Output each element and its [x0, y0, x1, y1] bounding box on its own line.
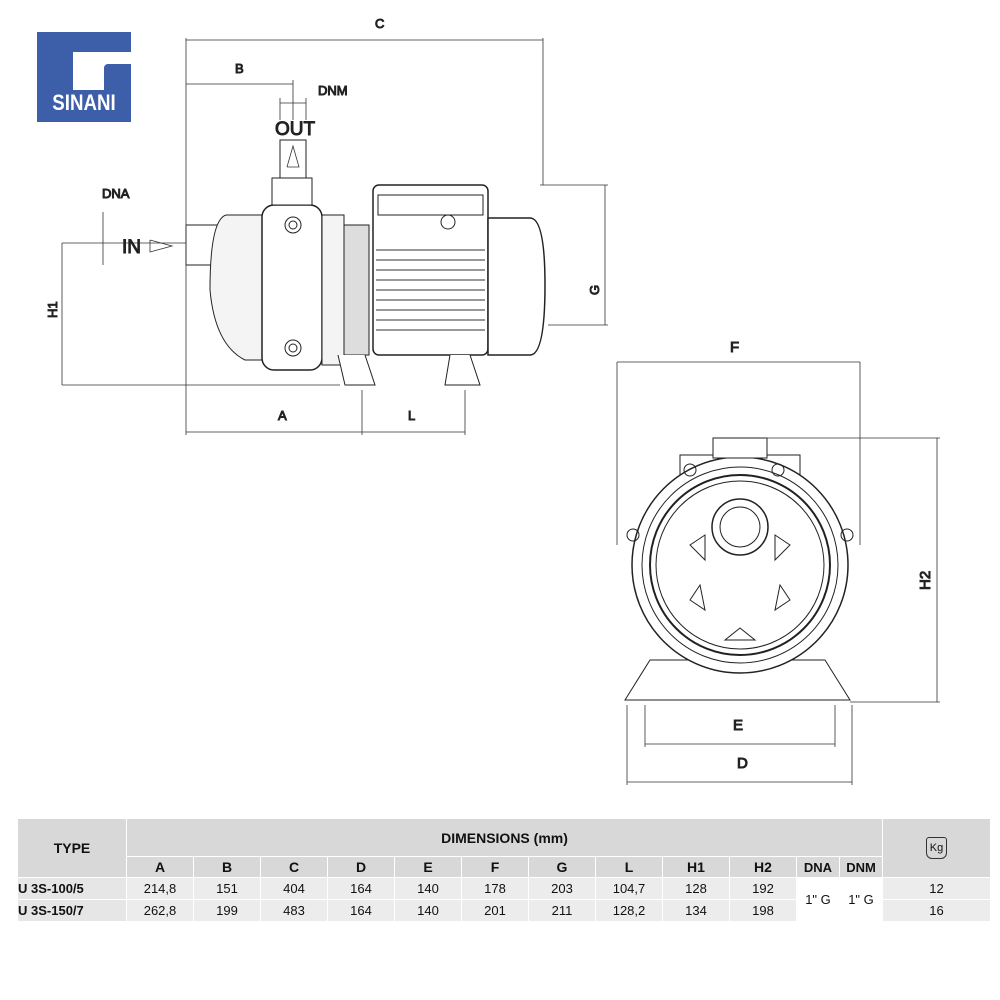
dim-label-l: L — [408, 408, 415, 423]
cell: 201 — [461, 899, 529, 922]
cell: 151 — [193, 877, 261, 900]
dim-label-c: C — [375, 16, 384, 31]
col-header: G — [528, 856, 596, 878]
cell: 134 — [662, 899, 730, 922]
col-header: C — [260, 856, 328, 878]
cell: 164 — [327, 877, 395, 900]
table-row: U 3S-150/7 262,8 199 483 164 140 201 211… — [17, 899, 991, 922]
col-header: DNM — [839, 856, 883, 878]
dim-label-dna: DNA — [102, 186, 130, 201]
cell: 140 — [394, 899, 462, 922]
dim-label-h2: H2 — [917, 571, 934, 590]
pump-dimension-drawing: C B DNM OUT DNA IN H1 G A L F H2 E D — [45, 16, 940, 785]
dim-label-e: E — [733, 717, 743, 734]
dimensions-table: TYPE DIMENSIONS (mm) Kg A B C D E F G L … — [17, 818, 991, 922]
dim-label-g: G — [587, 285, 602, 295]
weight-header: Kg — [882, 818, 991, 878]
dnm-cell: 1" G — [839, 877, 883, 922]
col-header: D — [327, 856, 395, 878]
weight-cell: 16 — [882, 899, 991, 922]
dim-label-a: A — [278, 408, 287, 423]
pump-side-view — [185, 139, 546, 386]
col-header: H2 — [729, 856, 797, 878]
cell: 199 — [193, 899, 261, 922]
dna-cell: 1" G — [796, 877, 840, 922]
col-header: DNA — [796, 856, 840, 878]
cell: 211 — [528, 899, 596, 922]
type-cell: U 3S-150/7 — [17, 899, 127, 922]
type-cell: U 3S-100/5 — [17, 877, 127, 900]
cell: 128 — [662, 877, 730, 900]
cell: 203 — [528, 877, 596, 900]
cell: 192 — [729, 877, 797, 900]
table-row: U 3S-100/5 214,8 151 404 164 140 178 203… — [17, 877, 991, 922]
dimensions-header: DIMENSIONS (mm) — [126, 818, 883, 857]
cell: 178 — [461, 877, 529, 900]
outlet-label: OUT — [275, 119, 316, 140]
sinani-logo: SINANI — [37, 32, 131, 122]
dim-label-d: D — [737, 755, 748, 772]
col-header: B — [193, 856, 261, 878]
col-header: F — [461, 856, 529, 878]
cell: 198 — [729, 899, 797, 922]
cell: 214,8 — [126, 877, 194, 900]
col-header: A — [126, 856, 194, 878]
col-header: E — [394, 856, 462, 878]
dim-label-dnm: DNM — [318, 83, 348, 98]
cell: 104,7 — [595, 877, 663, 900]
weight-cell: 12 — [882, 877, 991, 900]
inlet-label: IN — [122, 237, 141, 258]
cell: 128,2 — [595, 899, 663, 922]
weight-icon: Kg — [925, 837, 948, 859]
dim-label-b: B — [235, 61, 244, 76]
col-header: H1 — [662, 856, 730, 878]
cell: 483 — [260, 899, 328, 922]
cell: 262,8 — [126, 899, 194, 922]
pump-front-view — [624, 437, 854, 701]
cell: 404 — [260, 877, 328, 900]
col-header: L — [595, 856, 663, 878]
cell: 140 — [394, 877, 462, 900]
type-header: TYPE — [17, 818, 127, 878]
dim-label-f: F — [730, 339, 739, 356]
cell: 164 — [327, 899, 395, 922]
dim-label-h1: H1 — [45, 301, 60, 318]
